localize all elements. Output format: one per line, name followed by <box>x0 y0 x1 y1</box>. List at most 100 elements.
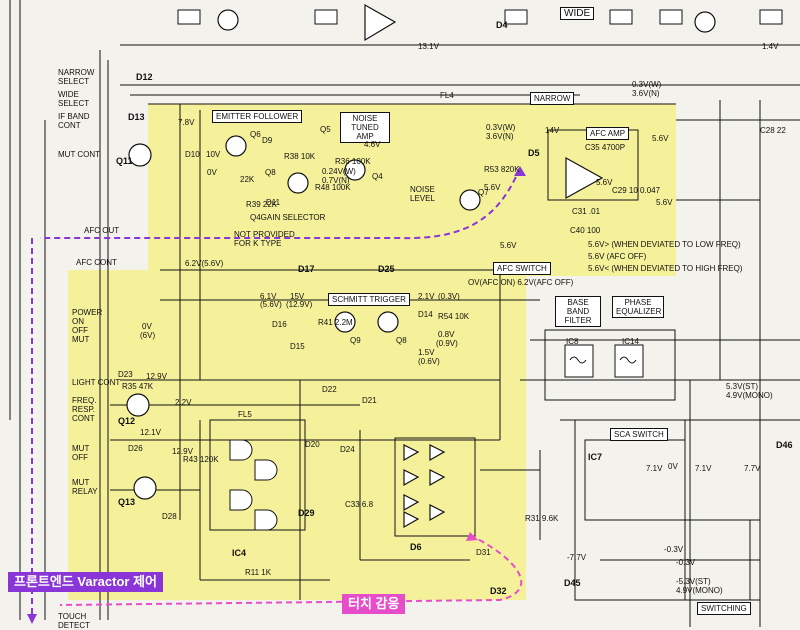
voltage-label: (0.6V) <box>418 357 440 366</box>
r39-label: R43 120K <box>183 455 219 464</box>
voltage-label: 0V <box>207 168 217 177</box>
c33-label: R48 100K <box>315 183 351 192</box>
wide-select-label: WIDE SELECT <box>58 90 90 108</box>
if-band-label: IF BAND CONT <box>58 112 90 130</box>
amplifier-symbols <box>364 3 604 529</box>
mut-off-label: MUT OFF <box>72 444 90 462</box>
afc-out-label: AFC OUT <box>84 226 120 235</box>
voltage-label: (12.9V) <box>286 300 313 309</box>
voltage-label: -0.3V <box>664 545 684 554</box>
c23-label: R35 47K <box>122 382 154 391</box>
voltage-label: 5.6V <box>500 241 517 250</box>
d26-label: D26 <box>128 444 143 453</box>
q4-label: Q4 <box>372 172 383 181</box>
d17-label: D17 <box>298 264 315 274</box>
touch-detect-label: TOUCH DETECT <box>58 612 90 630</box>
voltage-label: 15V <box>290 292 305 301</box>
mut-relay-label: MUT RELAY <box>72 478 98 496</box>
transistor-symbols <box>126 9 716 500</box>
narrow-select-label: NARROW SELECT <box>58 68 95 86</box>
d29-label: D29 <box>298 508 315 518</box>
voltage-label: 0V <box>668 462 678 471</box>
afc-on-note: OV(AFC ON) 6.2V(AFC OFF) <box>468 278 574 287</box>
block-afc-amp: AFC AMP <box>586 127 630 140</box>
d12-label: D12 <box>136 72 153 82</box>
voltage-label: 4.6V <box>364 140 381 149</box>
r38-label: R53 820K <box>484 165 520 174</box>
afc-note-high: 5.6V< (WHEN DEVIATED TO HIGH FREQ) <box>588 264 743 273</box>
c35-label: R38 10K <box>284 152 316 161</box>
d25-label: D25 <box>378 264 395 274</box>
voltage-label: 5.6V <box>484 183 501 192</box>
block-not-provided: NOT PROVIDED FOR K TYPE <box>234 230 295 248</box>
voltage-label: (0.3V) <box>438 292 460 301</box>
q5-label: Q5 <box>320 125 331 134</box>
q13-label: Q13 <box>118 497 136 507</box>
d45-label: D45 <box>564 578 581 588</box>
block-wide: WIDE <box>560 7 595 20</box>
annotation-touch: 터치 감응 <box>342 594 406 614</box>
voltage-label: 1.4V <box>762 42 779 51</box>
c28-label: C35 4700P <box>585 143 626 152</box>
afc-note-off: 5.6V (AFC OFF) <box>588 252 647 261</box>
annotation-arrows <box>27 166 526 624</box>
afc-cont-label: AFC CONT <box>76 258 117 267</box>
d11-label: D11 <box>266 198 281 207</box>
filter-symbols <box>177 9 783 378</box>
d10-label: D10 <box>185 150 200 159</box>
block-phase-eq: PHASE EQUALIZER <box>612 296 664 318</box>
afc-note-low: 5.6V> (WHEN DEVIATED TO LOW FREQ) <box>588 240 741 249</box>
q8b-label: Q8 <box>396 336 407 345</box>
q8a-label: Q8 <box>265 168 276 177</box>
voltage-label: 12.9V <box>172 447 193 456</box>
fl4-label: IC8 <box>566 337 579 346</box>
voltage-label: 1.5V <box>418 348 435 357</box>
d13-label: D13 <box>128 112 145 122</box>
light-cont-label: LIGHT CONT <box>72 378 121 387</box>
r48-label: R39 22K <box>246 200 278 209</box>
voltage-label: 6.2V(5.6V) <box>185 259 224 268</box>
q12-label: Q12 <box>118 416 136 426</box>
d9-label: D9 <box>262 136 273 145</box>
voltage-label: 22K <box>240 175 255 184</box>
c40-label: C33 6.8 <box>345 500 374 509</box>
voltage-label: 5.6V <box>596 178 613 187</box>
ic8-label: IC4 <box>232 548 247 558</box>
block-sca-switch: SCA SWITCH <box>610 428 668 441</box>
block-narrow: NARROW <box>530 92 575 105</box>
d16-label: D16 <box>272 320 287 329</box>
voltage-label: 0.24V(W) <box>322 167 356 176</box>
r31-label: R41 2.2M <box>318 318 353 327</box>
voltage-label: 4.9V(MONO) <box>676 586 723 595</box>
voltage-label: (0.9V) <box>436 339 458 348</box>
voltage-label: 10V <box>206 150 221 159</box>
logic-gates <box>229 439 278 531</box>
voltage-label: 0.7V(N) <box>322 176 350 185</box>
voltage-label: 4.9V(MONO) <box>726 391 773 400</box>
freq-resp-label: FREQ. RESP. CONT <box>72 396 97 423</box>
r49-label: R54 10K <box>438 312 470 321</box>
d23-label: D23 <box>118 370 133 379</box>
voltage-label: 7.7V <box>744 464 761 473</box>
voltage-label: 5.6V <box>656 198 673 207</box>
voltage-label: 12.1V <box>140 428 161 437</box>
r41-label: R11 1K <box>245 568 272 577</box>
r11-label: FL4 <box>440 91 454 100</box>
block-afc-switch: AFC SWITCH <box>493 262 551 275</box>
ic7-label: D6 <box>410 542 422 552</box>
r36-label: FL5 <box>238 410 252 419</box>
voltage-label: 5.6V <box>652 134 669 143</box>
c29-label: C40 100 <box>570 226 601 235</box>
voltage-label: -0.3V <box>676 558 696 567</box>
d22-label: D22 <box>322 385 337 394</box>
ic14-label: IC7 <box>588 452 603 462</box>
voltage-label: 0.8V <box>438 330 455 339</box>
q6-label: Q6 <box>250 130 261 139</box>
d46-label: D46 <box>776 440 793 450</box>
voltage-label: 13.1V <box>418 42 439 51</box>
voltage-label: 7.8V <box>178 118 195 127</box>
voltage-label: 5.3V(ST) <box>726 382 759 391</box>
voltage-label: (5.6V) <box>260 300 282 309</box>
mut-cont-label: MUT CONT <box>58 150 101 159</box>
